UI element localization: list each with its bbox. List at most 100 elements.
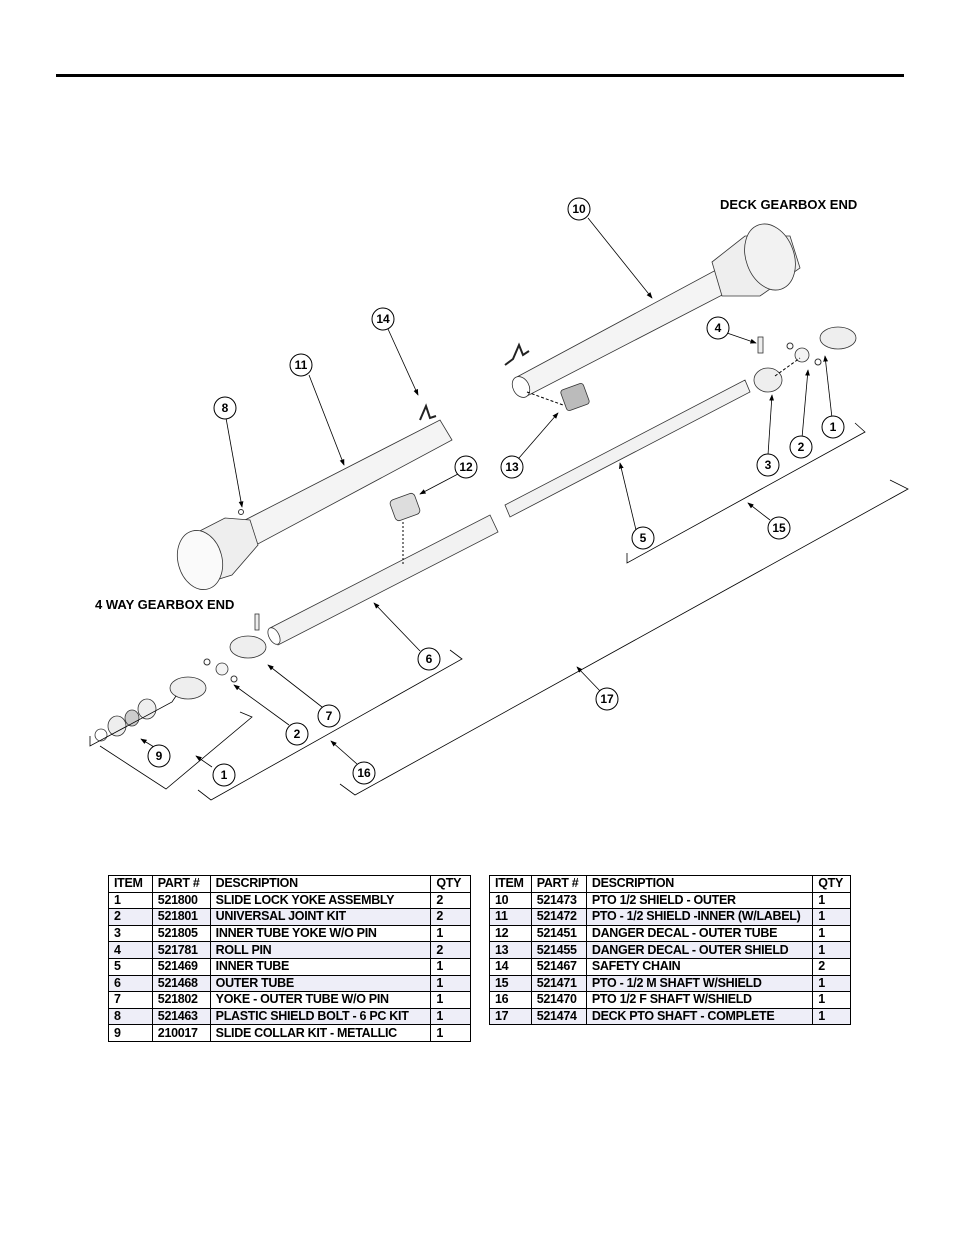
svg-text:11: 11 [295, 358, 308, 372]
cell-item: 10 [489, 891, 532, 910]
cell-description: INNER TUBE YOKE W/O PIN [209, 924, 432, 943]
header-rule [56, 74, 904, 77]
cell-part: 521802 [151, 991, 211, 1009]
cell-qty: 2 [430, 908, 471, 926]
cell-description: SLIDE LOCK YOKE ASSEMBLY [209, 891, 432, 910]
cell-item: 12 [489, 924, 532, 943]
callout-5: 5 [631, 526, 655, 550]
inner-shield-part [176, 419, 453, 590]
cell-item: 2 [108, 908, 153, 926]
cell-qty: 1 [812, 1007, 851, 1026]
cell-item: 8 [108, 1007, 153, 1026]
cell-description: DECK PTO SHAFT - COMPLETE [585, 1007, 814, 1026]
decal-outer-shield-part [526, 383, 590, 411]
decal-outer-tube-part [389, 492, 421, 565]
table-header-row: ITEM PART # DESCRIPTION QTY [108, 875, 471, 893]
gearbox-end-yoke-parts [94, 509, 267, 742]
cell-item: 7 [108, 991, 153, 1009]
svg-text:15: 15 [772, 521, 786, 535]
svg-text:17: 17 [600, 692, 614, 706]
cell-description: SLIDE COLLAR KIT - METALLIC [209, 1024, 432, 1042]
callout-2-gearbox: 2 [285, 722, 309, 746]
cell-description: PTO - 1/2 M SHAFT W/SHIELD [585, 974, 814, 993]
svg-text:12: 12 [459, 460, 473, 474]
cell-description: DANGER DECAL - OUTER TUBE [585, 924, 814, 943]
cell-part: 521474 [530, 1007, 587, 1026]
callout-13: 13 [500, 455, 524, 479]
deck-end-yoke-parts [753, 326, 857, 393]
cell-part: 521463 [151, 1007, 211, 1026]
cell-description: OUTER TUBE [209, 974, 432, 993]
svg-text:4: 4 [715, 321, 722, 335]
header-item: ITEM [489, 875, 532, 893]
safety-chain-part [419, 342, 530, 421]
header-part: PART # [530, 875, 587, 893]
cell-qty: 1 [812, 908, 851, 926]
svg-text:16: 16 [357, 766, 371, 780]
svg-text:2: 2 [294, 727, 301, 741]
cell-qty: 1 [430, 991, 471, 1009]
callout-1-gearbox: 1 [212, 763, 236, 787]
cell-qty: 1 [430, 924, 471, 943]
callout-17: 17 [595, 687, 619, 711]
header-part: PART # [151, 875, 211, 893]
cell-item: 4 [108, 941, 153, 959]
cell-part: 521470 [530, 991, 587, 1009]
cell-part: 521473 [530, 891, 587, 910]
cell-qty: 1 [430, 1007, 471, 1026]
cell-part: 521801 [151, 908, 211, 926]
cell-description: PTO - 1/2 SHIELD -INNER (W/LABEL) [585, 908, 814, 926]
cell-description: PTO 1/2 F SHAFT W/SHIELD [585, 991, 814, 1009]
cell-part: 521781 [151, 941, 211, 959]
outer-shield-part [511, 223, 801, 398]
svg-text:10: 10 [572, 202, 586, 216]
cell-part: 521805 [151, 924, 211, 943]
header-description: DESCRIPTION [209, 875, 432, 893]
leader-lines [89, 217, 909, 801]
cell-description: PTO 1/2 SHIELD - OUTER [585, 891, 814, 910]
callout-8: 8 [213, 396, 237, 420]
cell-item: 17 [489, 1007, 532, 1026]
cell-item: 3 [108, 924, 153, 943]
cell-item: 13 [489, 941, 532, 959]
cell-part: 521800 [151, 891, 211, 910]
svg-text:1: 1 [221, 768, 228, 782]
cell-part: 521469 [151, 957, 211, 976]
callout-10: 10 [567, 197, 591, 221]
cell-qty: 1 [430, 1024, 471, 1042]
callout-6: 6 [417, 647, 441, 671]
cell-part: 521471 [530, 974, 587, 993]
cell-description: DANGER DECAL - OUTER SHIELD [585, 941, 814, 959]
callout-15: 15 [767, 516, 791, 540]
cell-item: 6 [108, 974, 153, 993]
cell-qty: 1 [430, 957, 471, 976]
cell-qty: 2 [430, 941, 471, 959]
cell-item: 9 [108, 1024, 153, 1042]
cell-item: 15 [489, 974, 532, 993]
callouts: 10 11 14 8 12 13 4 3 2 1 5 15 6 7 2 17 9… [147, 197, 845, 787]
callout-3: 3 [756, 453, 780, 477]
cell-part: 521468 [151, 974, 211, 993]
svg-text:8: 8 [222, 401, 229, 415]
cell-description: YOKE - OUTER TUBE W/O PIN [209, 991, 432, 1009]
header-description: DESCRIPTION [585, 875, 814, 893]
cell-qty: 1 [430, 974, 471, 993]
svg-text:3: 3 [765, 458, 772, 472]
cell-part: 521451 [530, 924, 587, 943]
cell-part: 521472 [530, 908, 587, 926]
cell-qty: 1 [812, 941, 851, 959]
cell-item: 11 [489, 908, 532, 926]
